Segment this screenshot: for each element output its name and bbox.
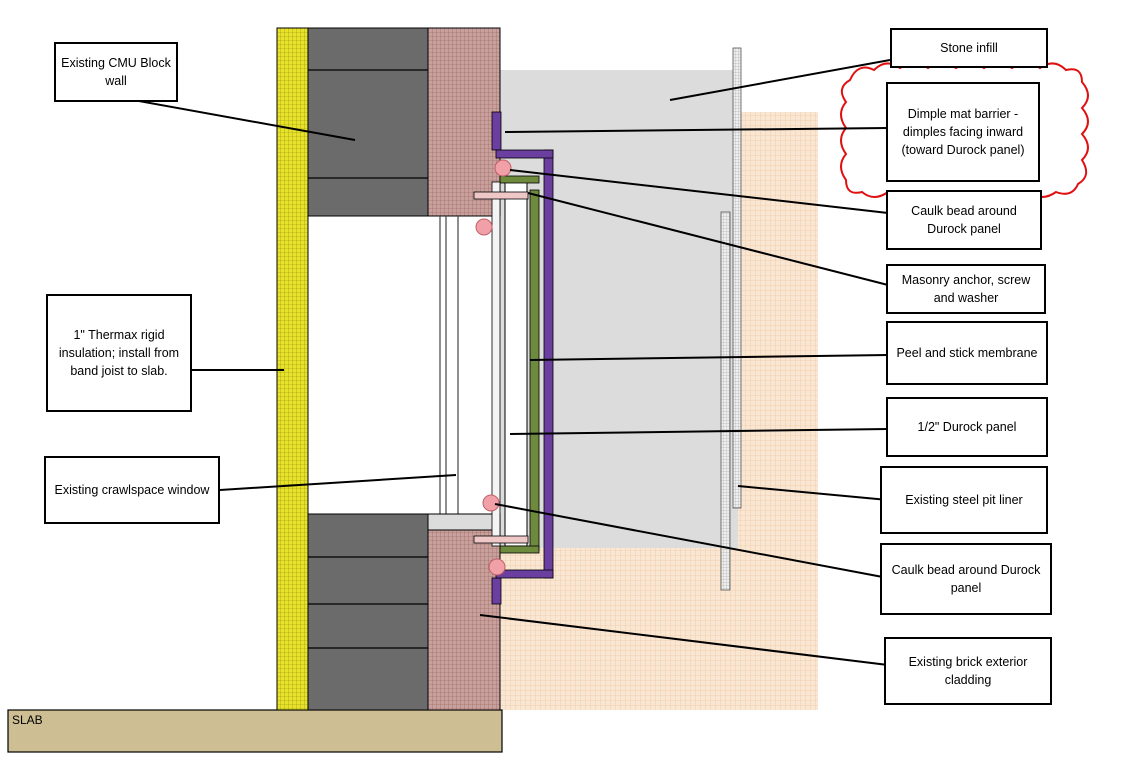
label-crawlspace-window: Existing crawlspace window: [44, 456, 220, 524]
label-cmu-wall: Existing CMU Block wall: [54, 42, 178, 102]
slab: [7, 709, 503, 753]
label-dimple-mat: Dimple mat barrier - dimples facing inwa…: [886, 82, 1040, 182]
peel-stick-membrane: [491, 175, 540, 554]
label-steel-pit-liner: Existing steel pit liner: [880, 466, 1048, 534]
label-brick-cladding: Existing brick exterior cladding: [884, 637, 1052, 705]
label-caulk-bead-bottom: Caulk bead around Durock panel: [880, 543, 1052, 615]
durock-panel: [504, 181, 528, 547]
caulk-beads: [475, 159, 512, 576]
label-slab: SLAB: [12, 713, 43, 727]
masonry-anchor-bottom: [473, 535, 529, 544]
brick-cladding-top: [427, 27, 501, 217]
steel-pit-liner-outer: [732, 47, 742, 509]
label-durock-panel: 1/2" Durock panel: [886, 397, 1048, 457]
label-insulation: 1" Thermax rigid insulation; install fro…: [46, 294, 192, 412]
dimple-mat-barrier: [491, 111, 554, 605]
label-peel-stick-membrane: Peel and stick membrane: [886, 321, 1048, 385]
masonry-anchor-top: [473, 191, 529, 200]
label-caulk-bead-top: Caulk bead around Durock panel: [886, 190, 1042, 250]
brick-cladding-bottom: [427, 529, 501, 711]
leader-lines: [121, 59, 891, 666]
steel-pit-liner-inner: [720, 211, 731, 591]
cmu-block-wall: [307, 27, 429, 711]
label-masonry-anchor: Masonry anchor, screw and washer: [886, 264, 1046, 314]
crawlspace-window: [427, 216, 501, 531]
label-stone-infill: Stone infill: [890, 28, 1048, 68]
